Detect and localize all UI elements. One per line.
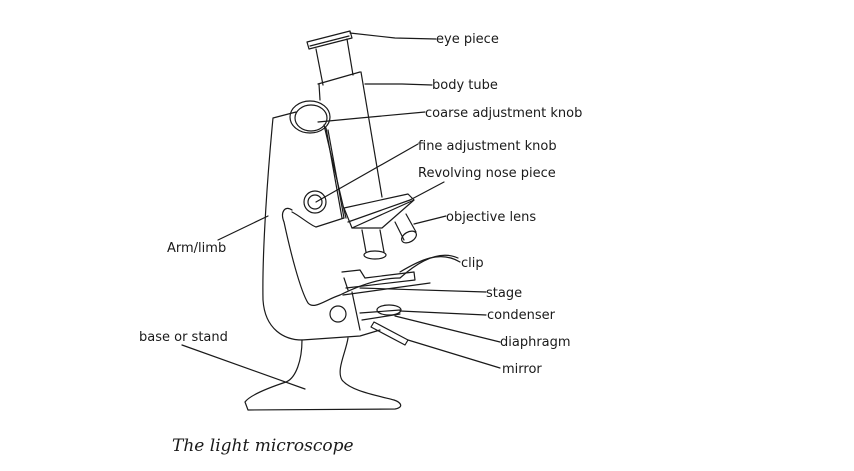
- leader-lines: [181, 32, 501, 390]
- label-eye-piece: eye piece: [436, 32, 499, 47]
- label-base-or-stand: base or stand: [139, 330, 228, 345]
- eyepiece-drawing: [306, 30, 354, 86]
- nosepiece-drawing: [343, 193, 415, 229]
- body-tube-drawing: [317, 71, 383, 219]
- label-mirror: mirror: [502, 362, 542, 377]
- stage-drawing: [301, 254, 459, 341]
- label-objective-lens: objective lens: [446, 210, 536, 225]
- diagram-caption: The light microscope: [172, 436, 354, 456]
- label-coarse-adjustment-knob: coarse adjustment knob: [425, 106, 582, 121]
- label-body-tube: body tube: [432, 78, 498, 93]
- label-condenser: condenser: [487, 308, 556, 323]
- condenser-drawing: [359, 304, 402, 321]
- base-drawing: [244, 337, 402, 411]
- fine-knob-drawing: [303, 190, 327, 214]
- label-fine-adjustment-knob: fine adjustment knob: [418, 139, 557, 154]
- objective-lens-drawing: [361, 213, 417, 260]
- label-revolving-nose-piece: Revolving nose piece: [418, 166, 556, 181]
- coarse-knob-drawing: [289, 100, 345, 219]
- label-stage: stage: [486, 286, 522, 301]
- label-diaphragm: diaphragm: [500, 335, 571, 350]
- label-clip: clip: [461, 256, 484, 271]
- arm-drawing: [262, 111, 401, 341]
- label-arm-limb: Arm/limb: [167, 241, 226, 256]
- mirror-drawing: [370, 321, 409, 346]
